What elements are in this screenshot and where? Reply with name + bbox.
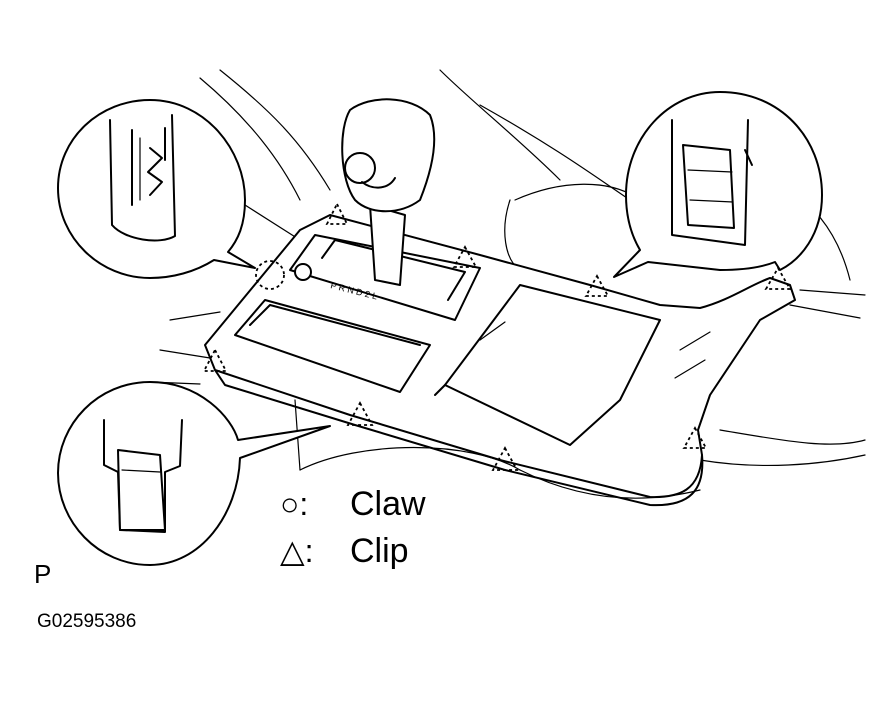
section-letter: P (34, 559, 51, 589)
legend-clip-symbol: △: (280, 533, 314, 569)
clip-marker (584, 274, 610, 297)
claw-marker (255, 260, 285, 290)
clip-marker (491, 446, 519, 471)
clip-marker (764, 266, 792, 290)
shift-lever (341, 98, 436, 286)
detail-callout-clip-upper (613, 91, 823, 278)
legend-claw-label: Claw (350, 485, 426, 523)
legend-clip-label: Clip (350, 532, 409, 570)
figure-code: G02595386 (37, 611, 136, 632)
legend: ○: Claw △: Clip (280, 485, 426, 570)
detail-callout-clip-lower (57, 381, 331, 566)
clip-marker (325, 201, 349, 225)
center-console-panel: P R N D 2 L (204, 214, 796, 507)
legend-claw-symbol: ○: (280, 486, 308, 522)
clip-marker (346, 401, 374, 426)
background-contours (149, 69, 866, 499)
clip-markers (202, 201, 792, 471)
claw-hole (294, 263, 312, 281)
detail-callout-claw (57, 99, 256, 279)
clip-marker (452, 245, 478, 268)
clip-marker (682, 426, 708, 449)
